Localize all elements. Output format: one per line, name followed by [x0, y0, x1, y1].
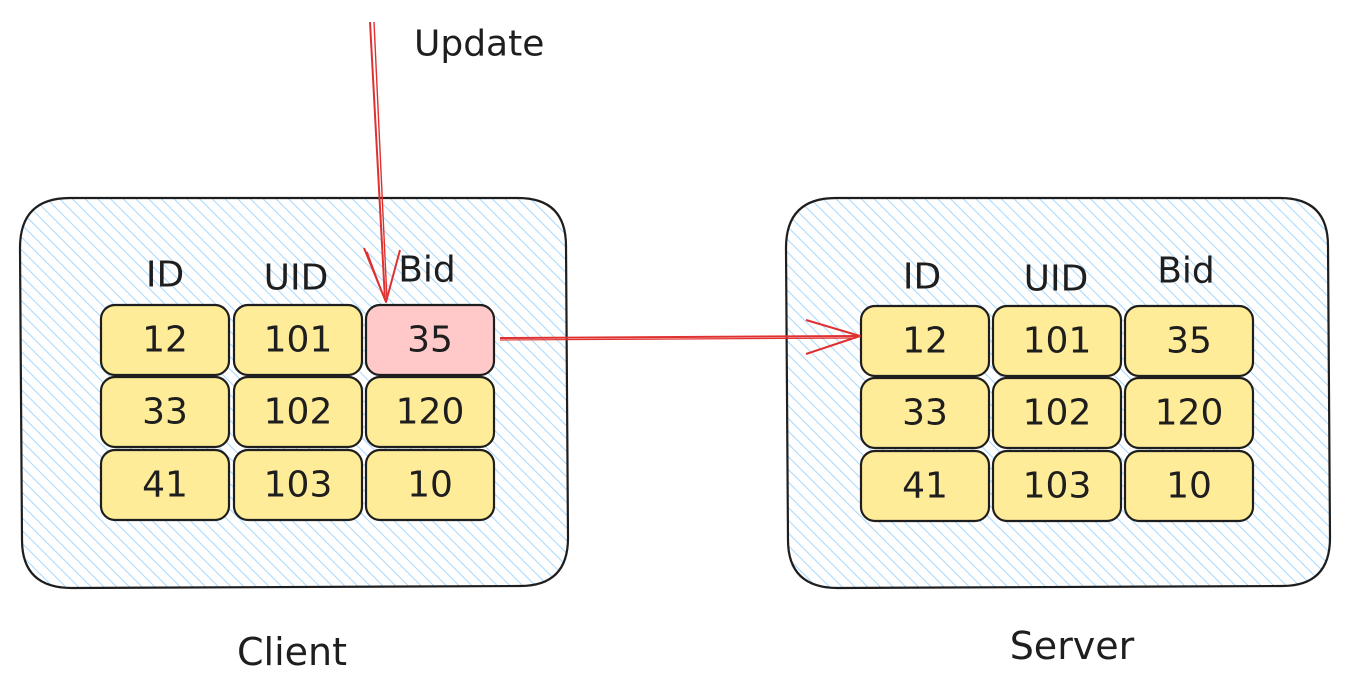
client-cell-r1-c1: 12	[99, 303, 231, 377]
server-cell-box	[859, 304, 991, 378]
client-cell-value: 35	[407, 320, 453, 361]
server-caption: Server	[1010, 624, 1135, 668]
client-cell-r3-c3: 10	[364, 448, 496, 522]
client-cell-box	[364, 375, 496, 449]
client-cell-value: 12	[142, 320, 188, 361]
server-cell-value: 35	[1166, 321, 1212, 362]
server-cell-r1-c1: 12	[859, 304, 991, 378]
server-cell-r3-c2: 103	[991, 449, 1123, 523]
server-cell-value: 101	[1023, 321, 1092, 362]
client-cell-r3-c1: 41	[99, 448, 231, 522]
server-cell-r2-c3: 120	[1123, 376, 1255, 450]
server-table: 12 101 35 33 102 120 41 103 10	[859, 304, 1255, 523]
client-cell-box	[364, 303, 496, 377]
server-cell-box	[991, 376, 1123, 450]
server-cell-value: 12	[902, 321, 948, 362]
server-table-header: ID UID Bid	[903, 251, 1215, 300]
server-cell-value: 33	[902, 393, 948, 434]
server-cell-r2-c1: 33	[859, 376, 991, 450]
client-cell-r3-c2: 103	[232, 448, 364, 522]
server-cell-box	[991, 449, 1123, 523]
server-panel: ID UID Bid 12 101 35 33 102 120 41 103 10 Server	[784, 196, 1332, 668]
server-cell-r3-c1: 41	[859, 449, 991, 523]
client-cell-value: 103	[264, 465, 333, 506]
client-cell-box	[232, 375, 364, 449]
server-cell-box	[1123, 449, 1255, 523]
client-cell-value: 101	[264, 320, 333, 361]
server-cell-value: 10	[1166, 466, 1212, 507]
client-cell-r2-c2: 102	[232, 375, 364, 449]
client-cell-box	[99, 375, 231, 449]
client-cell-box	[232, 448, 364, 522]
client-cell-box	[99, 448, 231, 522]
server-cell-box	[1123, 376, 1255, 450]
server-cell-r1-c3: 35	[1123, 304, 1255, 378]
client-cell-box	[364, 448, 496, 522]
server-cell-box	[859, 376, 991, 450]
client-cell-value: 33	[142, 392, 188, 433]
server-cell-r3-c3: 10	[1123, 449, 1255, 523]
client-table: 12 101 35 33 102 120 41 103 10	[99, 303, 496, 522]
server-header-uid: UID	[1024, 259, 1089, 300]
update-arrow	[363, 21, 401, 303]
client-header-id: ID	[146, 255, 184, 296]
server-cell-value: 102	[1023, 393, 1092, 434]
server-cell-box	[991, 304, 1123, 378]
server-cell-value: 103	[1023, 466, 1092, 507]
client-cell-value: 102	[264, 392, 333, 433]
server-cell-box	[859, 449, 991, 523]
client-cell-r2-c1: 33	[99, 375, 231, 449]
client-cell-value: 10	[407, 465, 453, 506]
client-cell-value: 41	[142, 465, 188, 506]
server-header-id: ID	[903, 257, 941, 298]
client-cell-box	[99, 303, 231, 377]
client-table-header: ID UID Bid	[146, 250, 456, 299]
server-cell-r2-c2: 102	[991, 376, 1123, 450]
server-header-bid: Bid	[1157, 251, 1215, 292]
client-header-bid: Bid	[398, 250, 456, 291]
client-header-uid: UID	[264, 258, 329, 299]
server-cell-value: 41	[902, 466, 948, 507]
client-caption: Client	[237, 630, 347, 674]
server-cell-box	[1123, 304, 1255, 378]
server-cell-value: 120	[1155, 393, 1224, 434]
client-cell-box	[232, 303, 364, 377]
client-panel: ID UID Bid 12 101 35 33 102 120 41 103 10 Client	[18, 196, 570, 674]
update-label: Update	[414, 24, 544, 65]
replication-arrow	[499, 319, 861, 355]
client-cell-r1-c3: 35	[364, 303, 496, 377]
server-cell-r1-c2: 101	[991, 304, 1123, 378]
client-cell-r2-c3: 120	[364, 375, 496, 449]
client-cell-value: 120	[396, 392, 465, 433]
client-cell-r1-c2: 101	[232, 303, 364, 377]
